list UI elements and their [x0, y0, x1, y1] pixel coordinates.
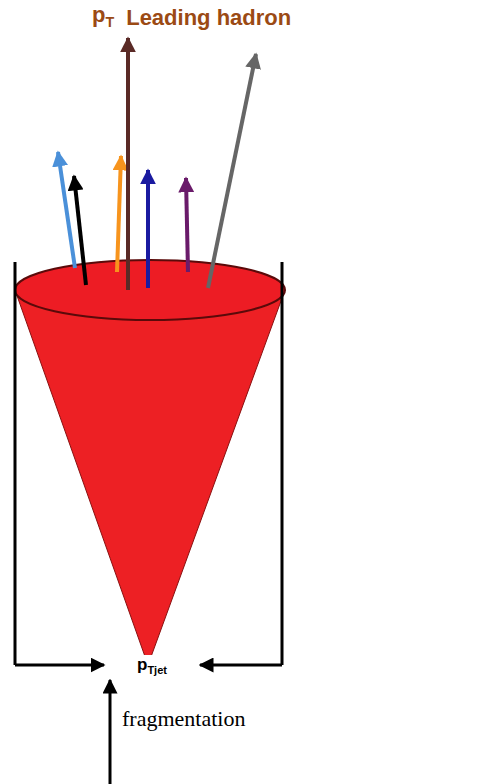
hadron-arrow [146, 170, 150, 288]
bracket-line [281, 262, 284, 665]
bracket-arrow [200, 664, 282, 667]
jet-cone [15, 290, 285, 665]
momentum-label: pT [92, 2, 114, 27]
hadron-arrow [58, 152, 75, 268]
leading-hadron-arrow [126, 38, 130, 290]
hadron-arrow [208, 54, 256, 288]
bracket-line [14, 262, 17, 665]
jet-momentum-label: pTjet [135, 655, 169, 675]
leading-hadron-label: Leading hadron [126, 5, 291, 30]
fragmentation-arrow [109, 680, 112, 784]
fragmentation-label: fragmentation [122, 706, 245, 731]
hadron-arrow [186, 178, 188, 272]
hadron-arrow [74, 176, 86, 285]
hadron-arrow [117, 156, 121, 272]
bracket-arrow [15, 664, 104, 667]
